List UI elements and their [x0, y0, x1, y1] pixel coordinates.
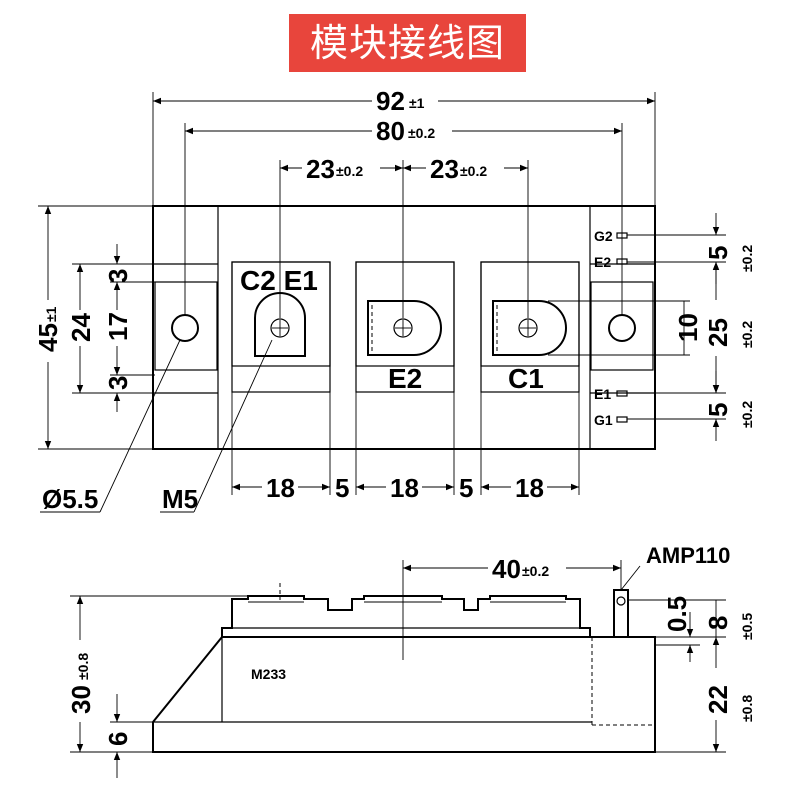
dim-18-a: 18: [266, 473, 295, 503]
pin-label-g1: G1: [594, 412, 613, 428]
dim-3-bottom: 3: [103, 376, 133, 390]
dim-40-tol: ±0.2: [522, 563, 549, 579]
dim-23-left-tol: ±0.2: [336, 163, 363, 179]
dim-0-5: 0.5: [662, 596, 692, 632]
pin-label-e1: E1: [594, 386, 611, 402]
terminal-tab-c2e1: [254, 292, 306, 357]
side-body-outline: [152, 636, 656, 753]
dim-80: 80: [376, 116, 405, 146]
connector-label: AMP110: [646, 543, 730, 568]
dim-5-top-right-tol: ±0.2: [739, 245, 755, 272]
dim-5-bottom-right-tol: ±0.2: [739, 401, 755, 428]
module-outline: [152, 205, 656, 450]
terminal-tab-c1: [492, 300, 567, 356]
mount-hole-left: [171, 314, 199, 342]
dim-30: 30: [66, 685, 96, 714]
dim-5-b: 5: [459, 473, 473, 503]
dim-92: 92: [376, 86, 405, 116]
dim-8-tol: ±0.5: [739, 613, 755, 640]
hole-diameter-label: Ø5.5: [42, 484, 98, 514]
dim-5-top-right: 5: [703, 246, 733, 260]
part-marking: M233: [251, 666, 286, 682]
dim-23-right: 23: [430, 154, 459, 184]
dim-10: 10: [673, 313, 703, 342]
dim-45: 45: [33, 323, 63, 352]
dim-25: 25: [703, 318, 733, 347]
dim-80-tol: ±0.2: [408, 125, 435, 141]
dim-40: 40: [492, 554, 521, 584]
title-banner: 模块接线图: [289, 14, 526, 72]
terminal-tab-e2: [367, 300, 442, 356]
label-c1: C1: [508, 363, 544, 394]
dim-5-bottom-right: 5: [703, 403, 733, 417]
dim-17: 17: [103, 312, 133, 341]
screw-size-label: M5: [162, 484, 198, 514]
dim-22-tol: ±0.8: [739, 695, 755, 722]
mount-hole-right: [608, 314, 636, 342]
side-view: AMP110 M233 40 ±0.2 0.5 8 ±0.5 22 ±0.8 3…: [66, 543, 755, 778]
label-c2e1: C2 E1: [240, 265, 318, 296]
dim-23-right-tol: ±0.2: [460, 163, 487, 179]
dim-24: 24: [66, 313, 96, 342]
dim-18-b: 18: [390, 473, 419, 503]
dim-8: 8: [703, 616, 733, 630]
pin-label-g2: G2: [594, 228, 613, 244]
dim-30-tol: ±0.8: [75, 653, 91, 680]
dim-3-top: 3: [103, 269, 133, 283]
dim-18-c: 18: [515, 473, 544, 503]
top-view: C2 E1 E2 C1 G2 E2 E1 G1 92 ±1 80 ±0.2 23…: [33, 86, 755, 514]
pin-label-e2: E2: [594, 254, 611, 270]
dim-5-a: 5: [335, 473, 349, 503]
dim-22: 22: [703, 685, 733, 714]
dim-92-tol: ±1: [409, 95, 425, 111]
label-e2: E2: [388, 363, 422, 394]
dim-6: 6: [103, 732, 133, 746]
dim-45-tol: ±1: [43, 306, 59, 322]
dim-23-left: 23: [306, 154, 335, 184]
dim-25-tol: ±0.2: [739, 321, 755, 348]
